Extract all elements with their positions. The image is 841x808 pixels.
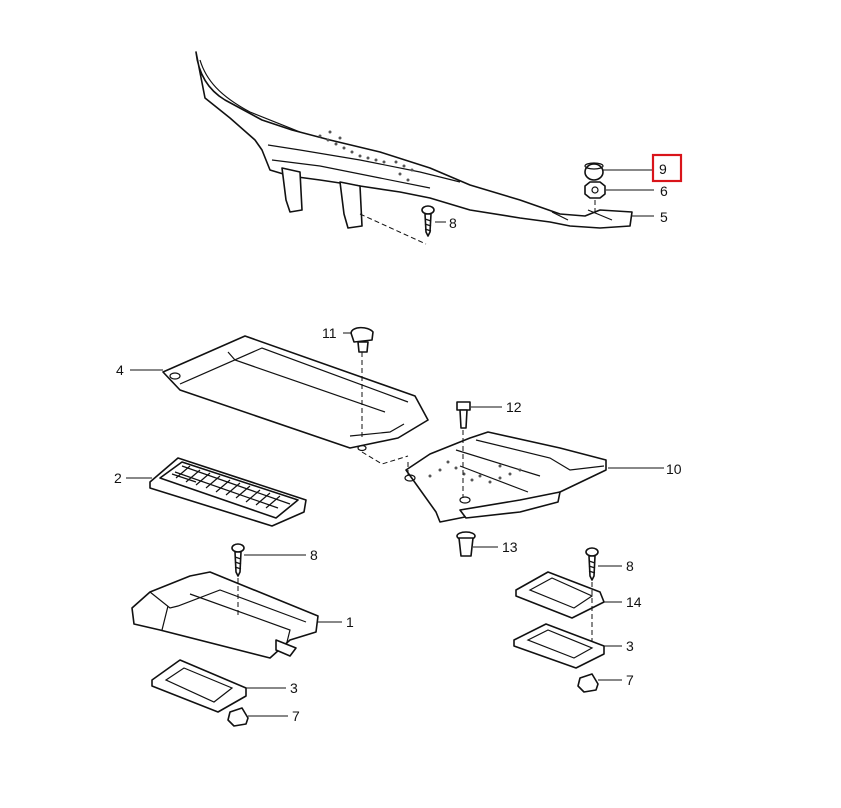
callout-14[interactable]: 14 <box>626 594 642 610</box>
callout-10[interactable]: 10 <box>666 461 682 477</box>
callout-3-right[interactable]: 3 <box>626 638 634 654</box>
gasket-part-3-left[interactable] <box>151 659 247 713</box>
air-filter-part-2[interactable] <box>149 457 307 527</box>
cap-part-9[interactable] <box>584 162 604 181</box>
callout-7-right[interactable]: 7 <box>626 672 634 688</box>
gasket-part-3-right[interactable] <box>513 623 605 669</box>
nut-part-6[interactable] <box>584 181 606 199</box>
callout-8-middle[interactable]: 8 <box>310 547 318 563</box>
housing-cover-part-4[interactable] <box>162 335 429 452</box>
screw-part-8-top[interactable] <box>421 205 435 237</box>
callout-12[interactable]: 12 <box>506 399 522 415</box>
callout-7-left[interactable]: 7 <box>292 708 300 724</box>
lower-shield-part-10[interactable] <box>404 431 607 523</box>
cowl-panel-part-5[interactable] <box>195 51 633 229</box>
callout-4[interactable]: 4 <box>116 362 124 378</box>
callout-3-left[interactable]: 3 <box>290 680 298 696</box>
callout-2[interactable]: 2 <box>114 470 122 486</box>
clip-part-7-right[interactable] <box>577 673 599 693</box>
callout-1[interactable]: 1 <box>346 614 354 630</box>
screw-part-8-middle[interactable] <box>231 543 245 577</box>
highlight-box-9 <box>651 153 683 183</box>
leader-lines <box>126 169 664 717</box>
callout-5[interactable]: 5 <box>660 209 668 225</box>
screw-part-8-right[interactable] <box>585 547 599 581</box>
callout-6[interactable]: 6 <box>660 183 668 199</box>
shield-perforations <box>428 460 522 484</box>
callout-8-right[interactable]: 8 <box>626 558 634 574</box>
callout-11[interactable]: 11 <box>322 325 337 341</box>
clip-part-7-left[interactable] <box>227 707 249 727</box>
grommet-part-13[interactable] <box>456 531 476 557</box>
knob-part-11[interactable] <box>350 326 374 353</box>
housing-part-1[interactable] <box>131 571 319 659</box>
vent-perforations <box>318 130 414 182</box>
callout-9[interactable]: 9 <box>659 161 667 177</box>
bolt-part-12[interactable] <box>456 401 471 429</box>
callout-8-top[interactable]: 8 <box>449 215 457 231</box>
filter-pleats <box>175 465 281 509</box>
callout-13[interactable]: 13 <box>502 539 518 555</box>
